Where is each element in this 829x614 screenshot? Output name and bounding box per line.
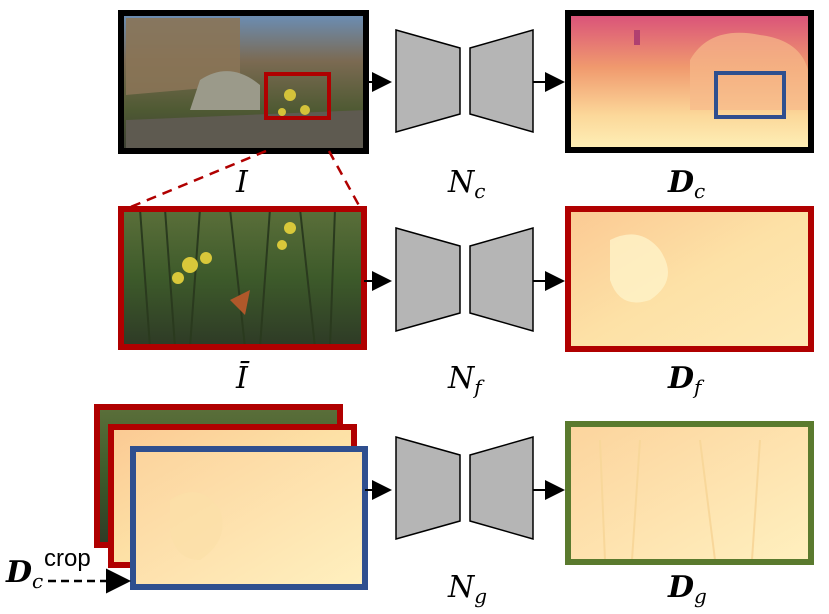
depth-output-guided [565, 421, 814, 565]
network-coarse [395, 29, 534, 133]
input-image-coarse [118, 10, 369, 154]
label-depth-coarse: Dc [667, 165, 705, 203]
label-depth-fine: Df [667, 361, 705, 399]
label-input-coarse: I [235, 165, 249, 200]
crop-region-marker [714, 71, 786, 119]
zoom-line [327, 150, 364, 212]
stacked-input-coarse-crop [130, 446, 368, 590]
label-network-guided: Ng [447, 570, 487, 608]
crop-region-marker [264, 72, 331, 120]
network-guided [395, 436, 534, 540]
zoom-line [120, 149, 267, 213]
label-depth-guided: Dg [667, 570, 707, 608]
label-crop-superscript: crop [44, 545, 91, 572]
depth-output-coarse [565, 10, 814, 153]
depth-output-fine [565, 206, 814, 352]
label-network-coarse: Nc [447, 165, 485, 203]
network-fine [395, 227, 534, 332]
input-image-fine [118, 206, 367, 350]
label-coarse-crop: Dc [5, 555, 43, 593]
label-network-fine: Nf [447, 361, 485, 399]
label-input-fine: Ī [235, 361, 250, 396]
